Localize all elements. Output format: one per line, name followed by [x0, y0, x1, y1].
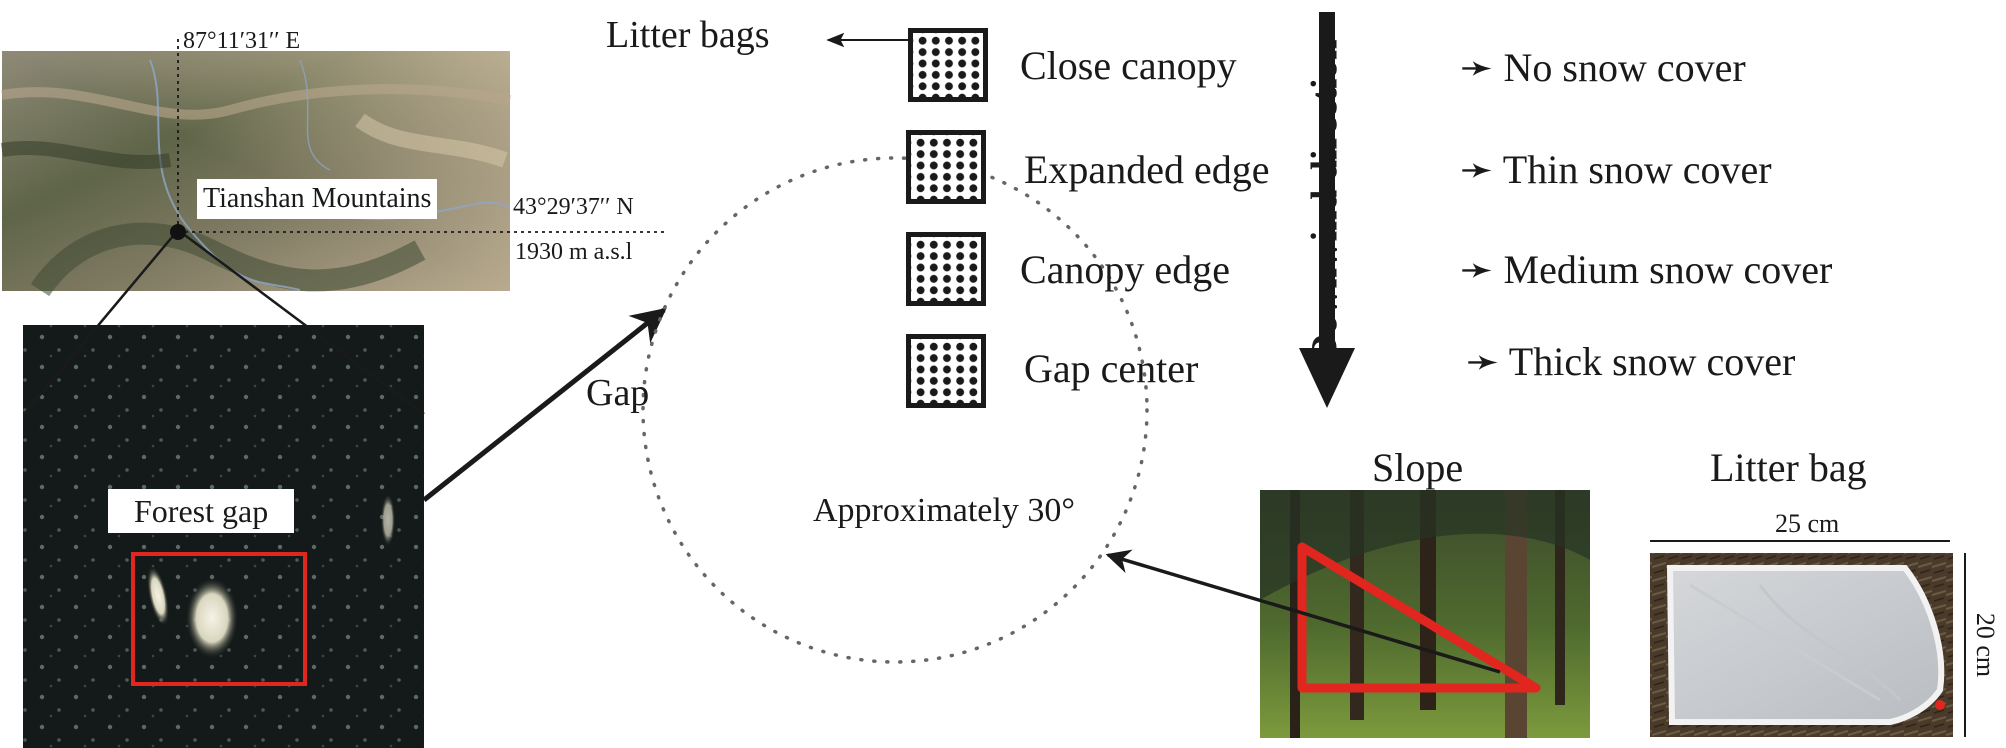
slope-title: Slope [1372, 445, 1464, 490]
bag-width-label: 25 cm [1775, 509, 1840, 538]
canopy-edge-bag-grid [906, 232, 986, 306]
arrow-right-icon: ➛ [1460, 45, 1504, 90]
position-label-gap-center: Gap center [1024, 346, 1199, 391]
latitude-label: 43°29′37′′ N [513, 194, 634, 220]
snow-cover-medium-text: Medium snow cover [1503, 247, 1833, 292]
downwind-direction-label: Downwind direction [1304, 39, 1346, 361]
snow-cover-medium: ➛ Medium snow cover [1460, 250, 1832, 290]
litter-bag-photo [1650, 553, 1953, 737]
arrow-right-icon: ➛ [1460, 147, 1503, 192]
litter-bag-title: Litter bag [1710, 445, 1867, 490]
snow-cover-no: ➛ No snow cover [1460, 48, 1746, 88]
snow-cover-thin-text: Thin snow cover [1502, 147, 1772, 192]
elevation-label: 1930 m a.s.l [515, 239, 633, 265]
expanded-edge-bag-grid [906, 130, 986, 204]
snow-cover-no-text: No snow cover [1503, 45, 1746, 90]
region-label: Tianshan Mountains [197, 179, 438, 219]
satellite-map [0, 51, 511, 297]
inset-label: Forest gap [108, 489, 295, 533]
position-label-canopy-edge: Canopy edge [1020, 247, 1230, 292]
position-label-expanded-edge: Expanded edge [1024, 147, 1270, 192]
slope-photo [1260, 490, 1590, 738]
arrow-right-icon: ➛ [1466, 339, 1509, 384]
close-canopy-bag-grid [908, 28, 988, 102]
snow-cover-thin: ➛ Thin snow cover [1460, 150, 1772, 190]
site-location-marker [170, 224, 186, 240]
bag-height-label: 20 cm [1971, 612, 2000, 678]
angle-label: Approximately 30° [813, 492, 1075, 529]
gap-highlight-box [131, 552, 307, 686]
litter-bags-label: Litter bags [606, 14, 770, 56]
snow-cover-thick: ➛ Thick snow cover [1466, 342, 1795, 382]
longitude-label: 87°11′31′′ E [183, 28, 301, 54]
gap-center-bag-grid [906, 334, 986, 408]
position-label-close-canopy: Close canopy [1020, 43, 1237, 88]
arrow-right-icon: ➛ [1460, 247, 1504, 292]
gap-label: Gap [586, 372, 650, 414]
slope-triangle [1297, 542, 1541, 693]
snow-cover-thick-text: Thick snow cover [1508, 339, 1796, 384]
gap-circle [641, 156, 1149, 664]
forest-gap-image [23, 325, 424, 748]
